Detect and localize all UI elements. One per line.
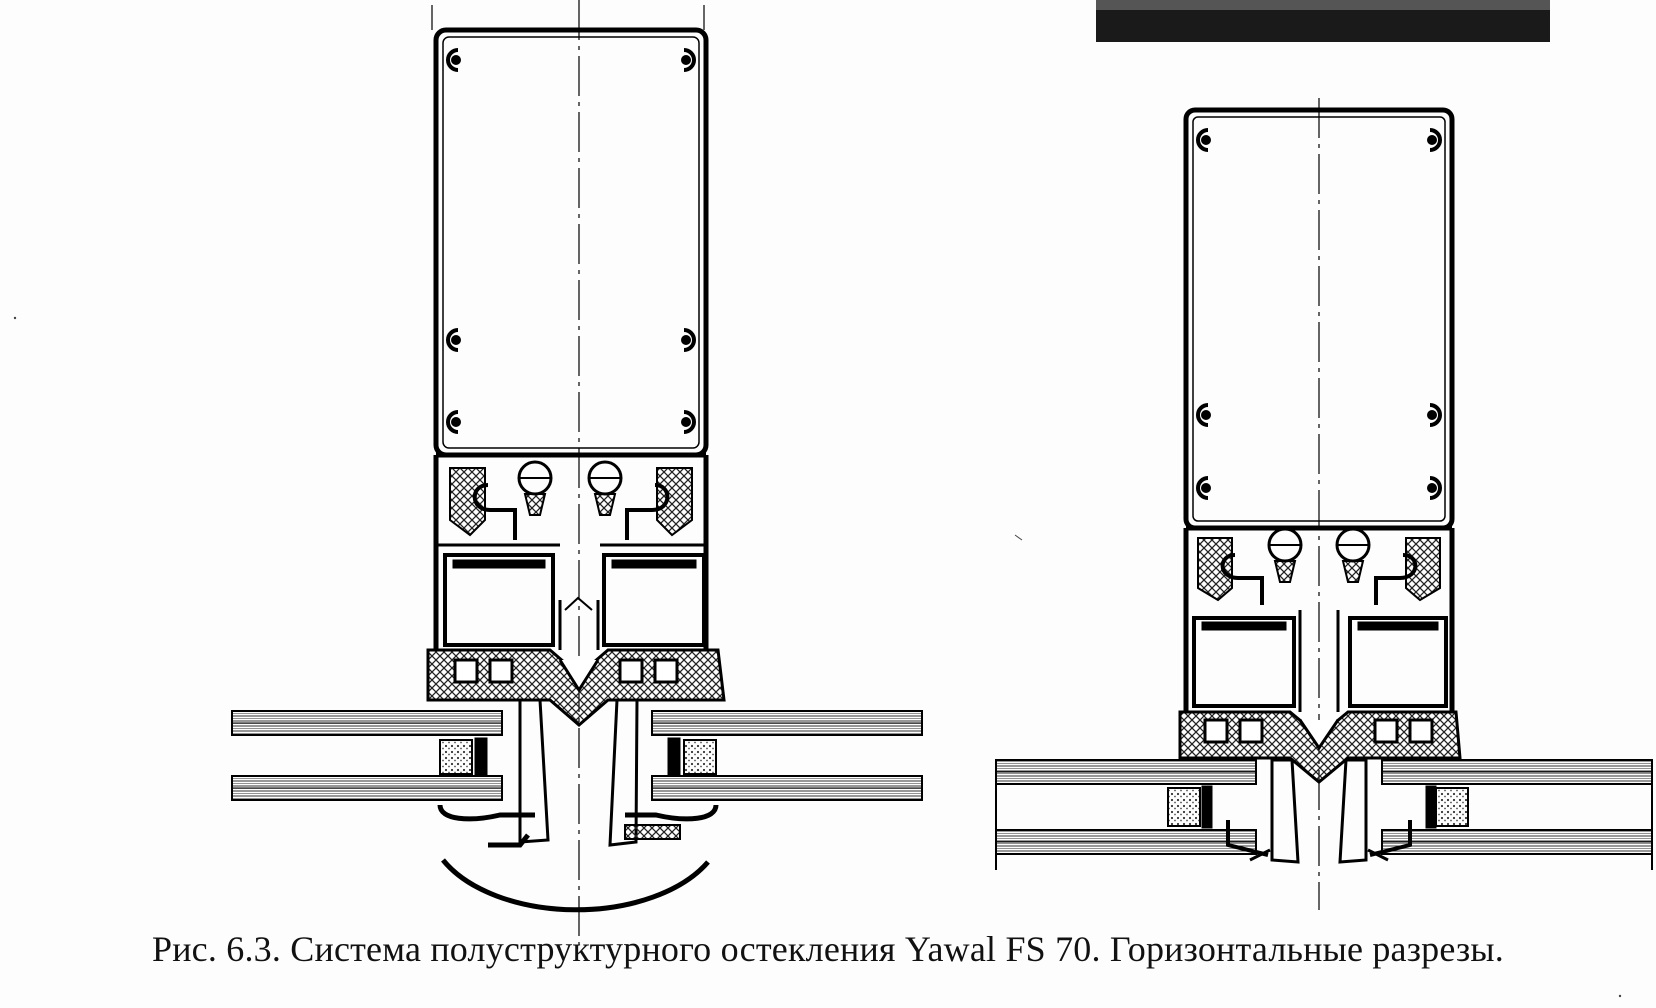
right-glass-panes: [995, 759, 1653, 870]
left-mullion-profile: [433, 27, 709, 458]
left-thermal-break: [426, 648, 726, 727]
left-cover-cap: [441, 858, 710, 913]
left-screw-bosses: [446, 48, 696, 434]
left-glass-panes: [231, 710, 923, 801]
figure-caption: Рис. 6.3. Система полуструктурного остек…: [152, 929, 1504, 969]
right-screw-bosses: [1196, 128, 1442, 500]
section-right-flush: [995, 98, 1653, 910]
right-thermal-break: [1178, 710, 1462, 784]
section-left-with-cover-cap: [231, 0, 923, 945]
